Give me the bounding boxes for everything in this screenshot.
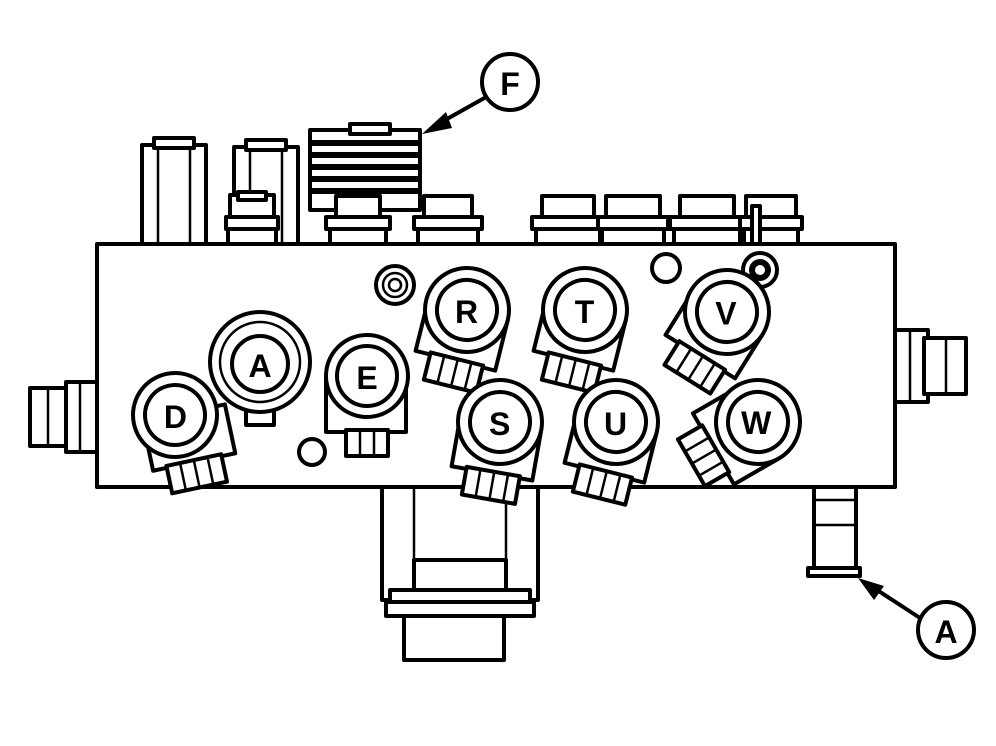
bottom-cartridge [380,478,540,662]
solenoid-d-label: D [164,399,187,435]
top-fitting-3 [530,194,606,249]
solenoid-a-label: A [248,348,271,384]
solenoid-r: R [413,266,511,395]
solenoid-u: U [562,378,660,507]
solenoid-s-label: S [489,406,510,442]
right-port-fitting [890,328,968,404]
solenoid-t-label: T [575,294,595,330]
top-fitting-4 [596,194,670,249]
top-fitting-5 [668,194,746,249]
solenoid-w-label: W [741,405,772,441]
solenoid-s: S [449,378,544,506]
solenoid-r-label: R [455,294,478,330]
solenoid-e: E [324,333,410,458]
cartridge-valve-2 [224,138,300,252]
cartridge-valve-1 [140,136,208,252]
top-fitting-1 [324,194,392,249]
body-plug-4 [297,437,327,467]
solenoid-d: D [131,371,238,496]
callout-f: F [422,52,540,134]
solenoid-e-label: E [356,360,377,396]
finned-coil-f [308,122,422,212]
solenoid-v: V [662,268,771,396]
solenoid-a: A [208,310,312,427]
body-plug-2 [650,252,682,284]
callout-a: A [858,578,976,660]
body-plug-1 [374,264,416,306]
top-fitting-2 [412,194,484,249]
top-components [140,122,804,252]
left-port-fitting [28,380,100,454]
solenoid-t: T [531,266,629,395]
callout-f-label: F [500,66,520,102]
callout-a-label: A [934,614,957,650]
solenoid-w: W [675,378,802,489]
top-fitting-6 [738,194,804,249]
bottom-fitting-a [806,478,862,578]
solenoid-u-label: U [604,406,627,442]
solenoid-v-label: V [715,296,737,332]
